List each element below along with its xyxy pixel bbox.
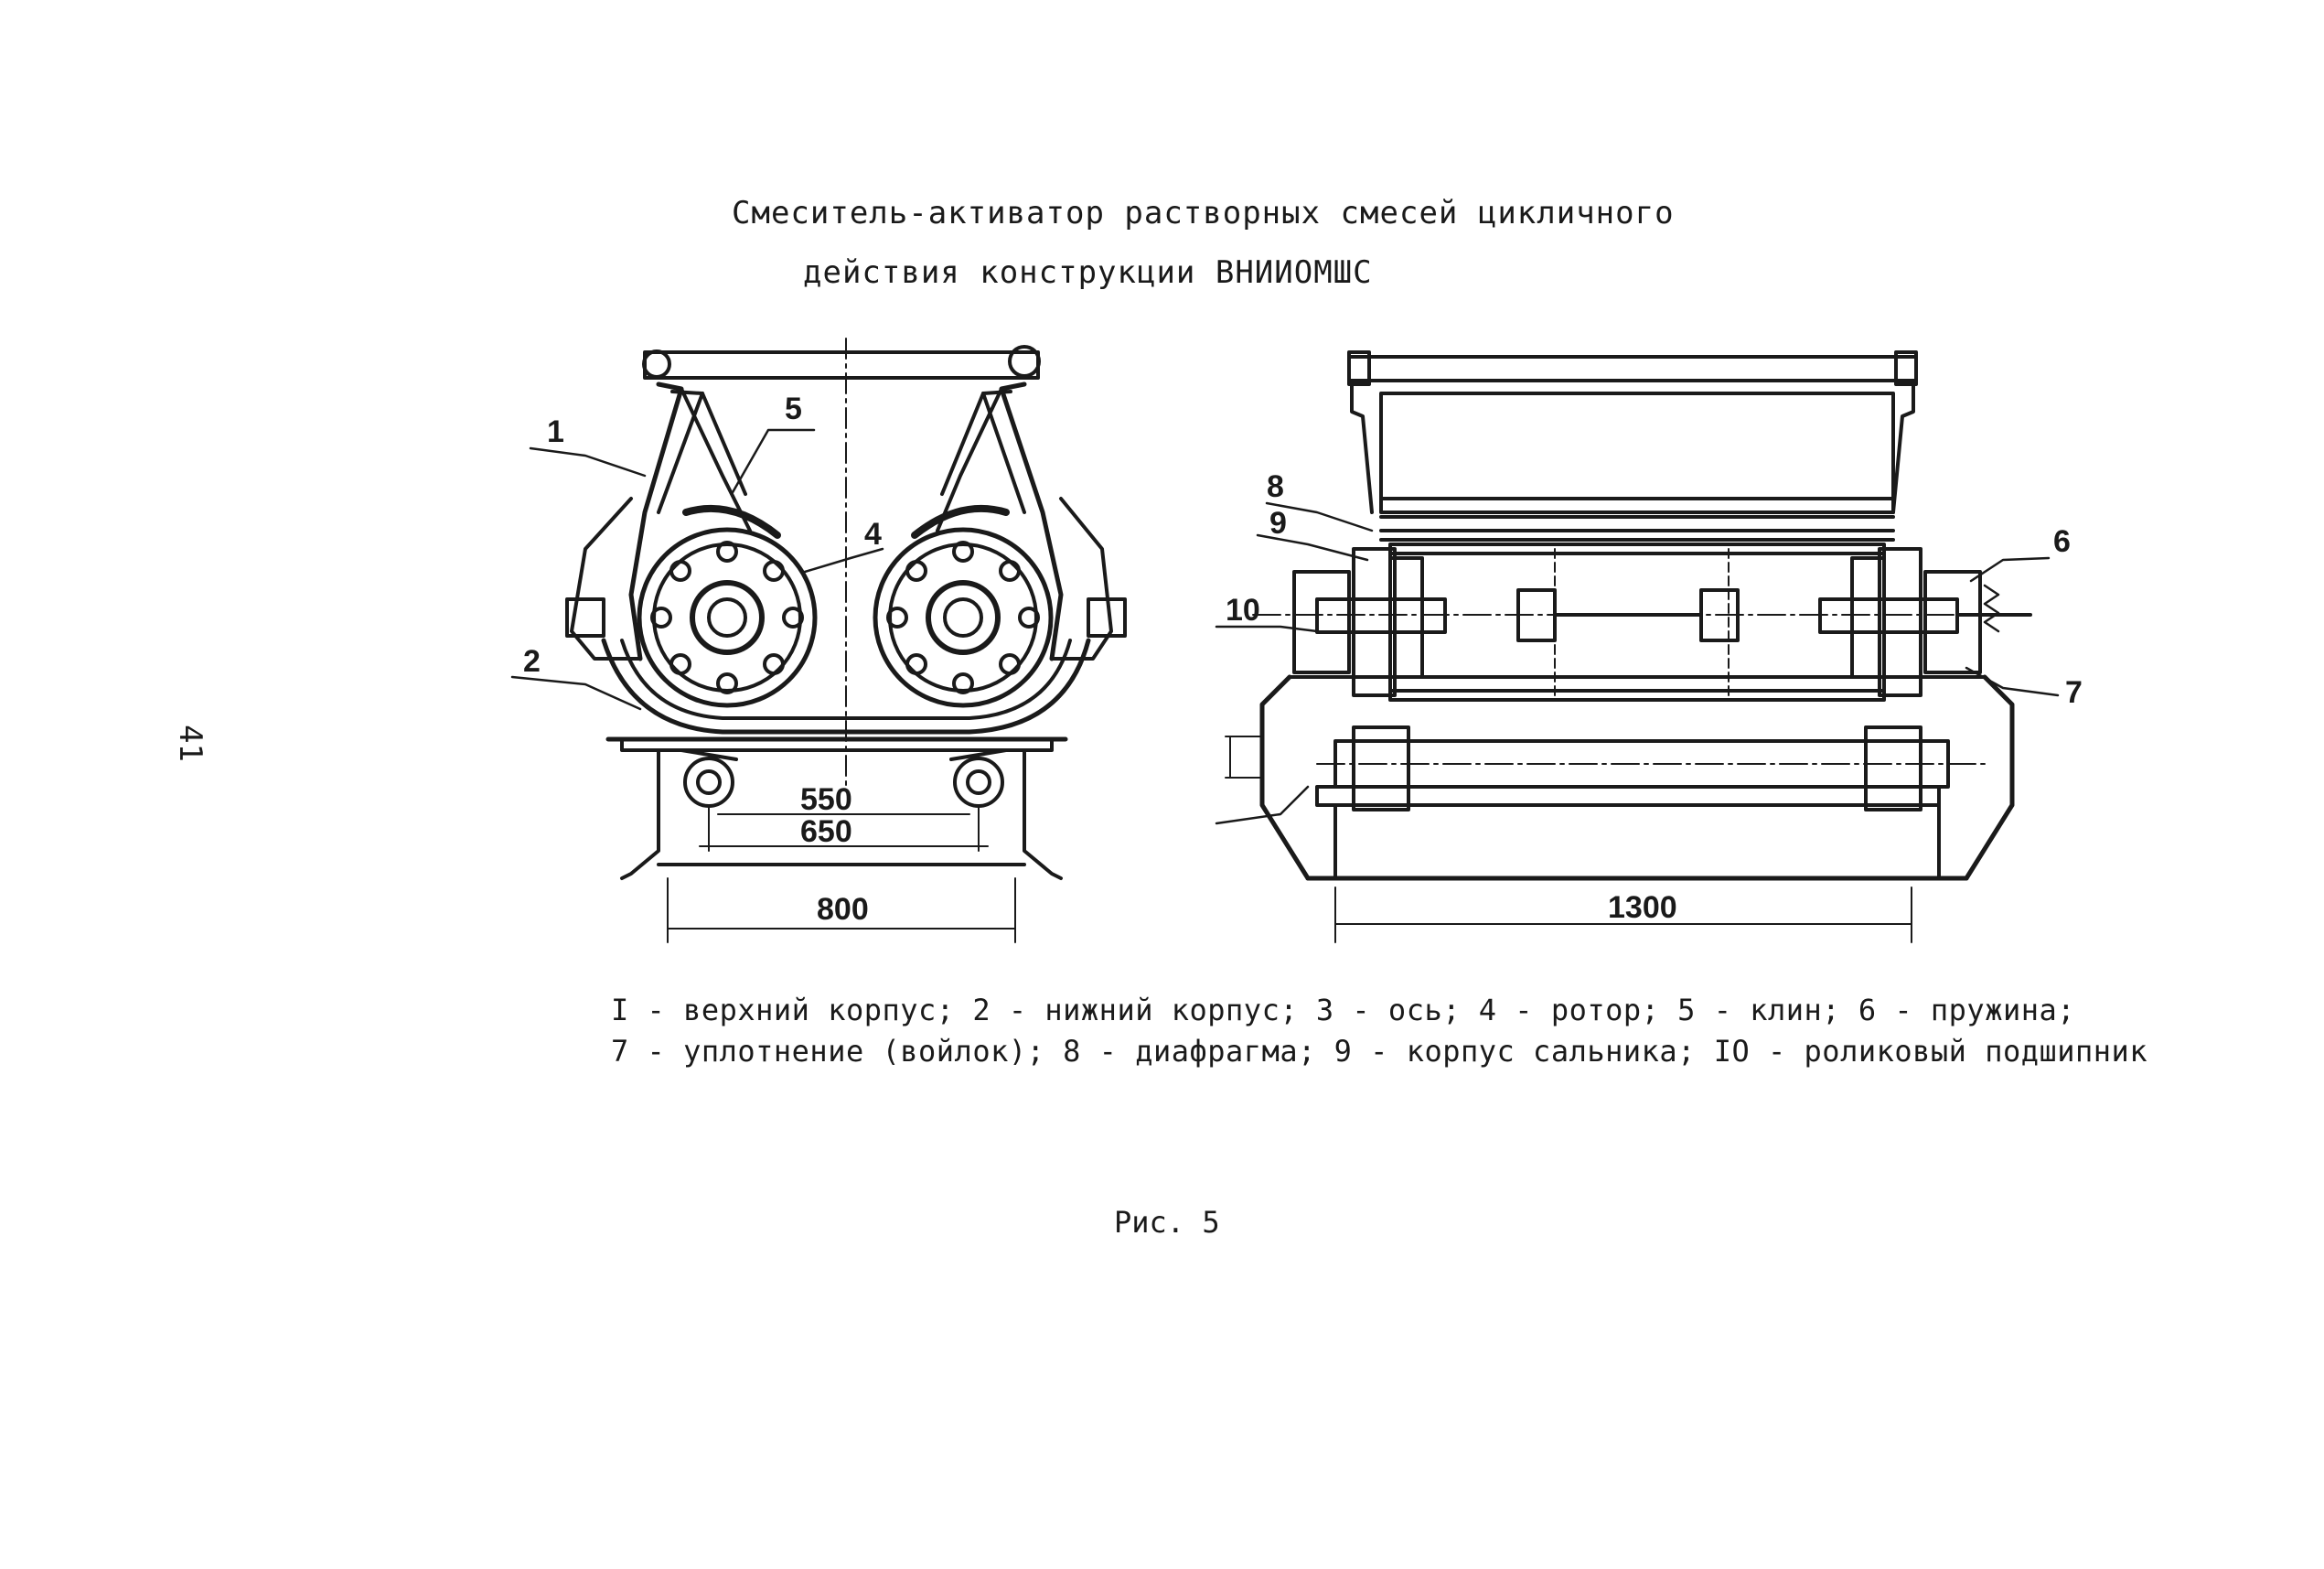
dimension-550: 550 xyxy=(800,782,852,817)
callout-2: 2 xyxy=(523,644,541,679)
longitudinal-view xyxy=(1215,350,2060,943)
dimension-1300: 1300 xyxy=(1608,890,1677,925)
callout-9: 9 xyxy=(1269,506,1287,541)
callout-6: 6 xyxy=(2053,524,2071,559)
dimension-650: 650 xyxy=(800,814,852,849)
cross-section-view xyxy=(510,338,1127,943)
figure-caption: Рис. 5 xyxy=(1114,1205,1220,1240)
figure-title-line-2: действия конструкции ВНИИОМШС xyxy=(803,254,1373,291)
dimension-800: 800 xyxy=(817,892,869,927)
callout-8: 8 xyxy=(1267,469,1284,504)
callout-7: 7 xyxy=(2065,675,2083,710)
legend-line-1: I - верхний корпус; 2 - нижний корпус; 3… xyxy=(611,993,2076,1027)
legend-line-2: 7 - уплотнение (войлок); 8 - диафрагма; … xyxy=(611,1034,2148,1069)
callout-4: 4 xyxy=(864,517,882,552)
figure-title-line-1: Смеситель-активатор растворных смесей ци… xyxy=(732,195,1675,231)
callout-1: 1 xyxy=(547,414,564,449)
callout-5: 5 xyxy=(785,392,802,426)
callout-10: 10 xyxy=(1226,593,1260,628)
